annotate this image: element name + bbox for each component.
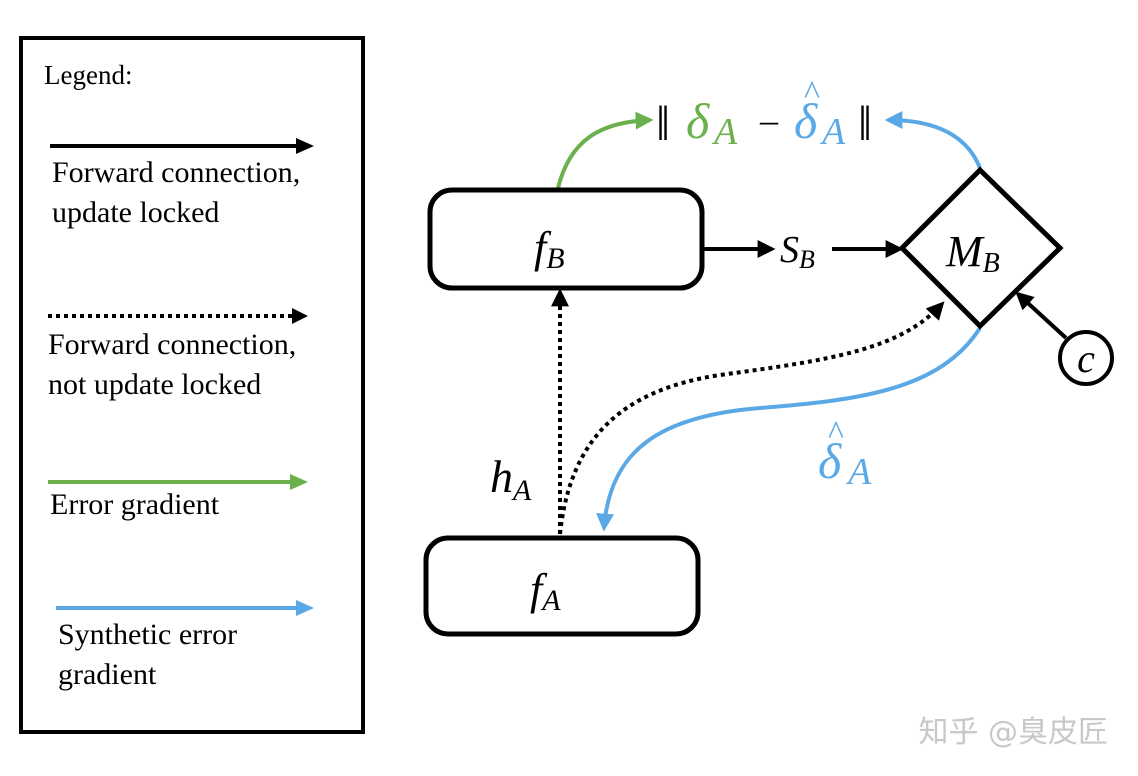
legend-box bbox=[19, 36, 365, 734]
synthetic-gradient-arrow bbox=[596, 326, 982, 532]
loss-delta: δ bbox=[686, 93, 710, 149]
legend-item-forward-unlocked: Forward connection, not update locked bbox=[48, 308, 308, 401]
watermark: 知乎 @臭皮匠 bbox=[918, 715, 1108, 750]
legend-item-line1: Synthetic error bbox=[58, 618, 237, 651]
loss-label: ‖ δ A – δ ^ A ‖ bbox=[656, 75, 872, 153]
node-c: c bbox=[1058, 330, 1114, 386]
dotted-arrow-head bbox=[292, 308, 308, 324]
loss-delta-hat-sub: A bbox=[819, 111, 846, 153]
loss-delta-sub: A bbox=[711, 111, 738, 153]
legend-item-forward-locked: Forward connection, update locked bbox=[50, 138, 314, 229]
loss-minus: – bbox=[759, 100, 779, 140]
sB-label: SB bbox=[780, 229, 815, 274]
legend-item-error-gradient: Error gradient bbox=[48, 474, 308, 521]
loss-open-bar: ‖ bbox=[656, 95, 670, 151]
fA-to-MB-dotted-arrow bbox=[558, 301, 945, 535]
node-fA: fA bbox=[423, 535, 701, 637]
MB-label: MB bbox=[945, 227, 1000, 279]
node-MB: MB bbox=[898, 166, 1064, 330]
node-fB: fB bbox=[427, 187, 705, 291]
legend-item-synthetic-gradient: Synthetic error gradient bbox=[56, 600, 314, 691]
legend-item-line1: Error gradient bbox=[50, 488, 220, 521]
loss-delta-hat: δ bbox=[794, 93, 818, 149]
fB-box bbox=[427, 187, 705, 291]
legend-title: Legend: bbox=[44, 60, 132, 90]
c-label: c bbox=[1077, 336, 1095, 381]
legend-item-line2: not update locked bbox=[48, 368, 261, 401]
delta-hat-sub: A bbox=[845, 451, 872, 493]
delta-hat-symbol: δ bbox=[818, 433, 842, 489]
legend: Legend: Forward connection, update locke… bbox=[19, 36, 365, 734]
legend-item-line2: gradient bbox=[58, 658, 157, 691]
synthetic-to-loss-arrow bbox=[884, 111, 982, 169]
blue-arrow-head bbox=[296, 600, 314, 616]
delta-hat-caret: ^ bbox=[828, 415, 844, 452]
loss-close-bar: ‖ bbox=[858, 95, 872, 151]
fA-box bbox=[423, 535, 701, 637]
solid-arrow-head bbox=[296, 138, 314, 154]
error-gradient-arrow bbox=[556, 111, 654, 189]
c-to-MB-arrow bbox=[1015, 291, 1068, 340]
delta-hat-label: δ ^ A bbox=[818, 415, 872, 493]
MB-diamond bbox=[898, 166, 1064, 330]
legend-item-line1: Forward connection, bbox=[52, 156, 300, 189]
green-arrow-head bbox=[290, 474, 308, 490]
legend-item-line2: update locked bbox=[52, 196, 219, 229]
c-circle bbox=[1058, 330, 1114, 386]
hA-label: hA bbox=[490, 451, 532, 507]
legend-item-line1: Forward connection, bbox=[48, 328, 296, 361]
loss-hat-caret: ^ bbox=[804, 75, 820, 112]
